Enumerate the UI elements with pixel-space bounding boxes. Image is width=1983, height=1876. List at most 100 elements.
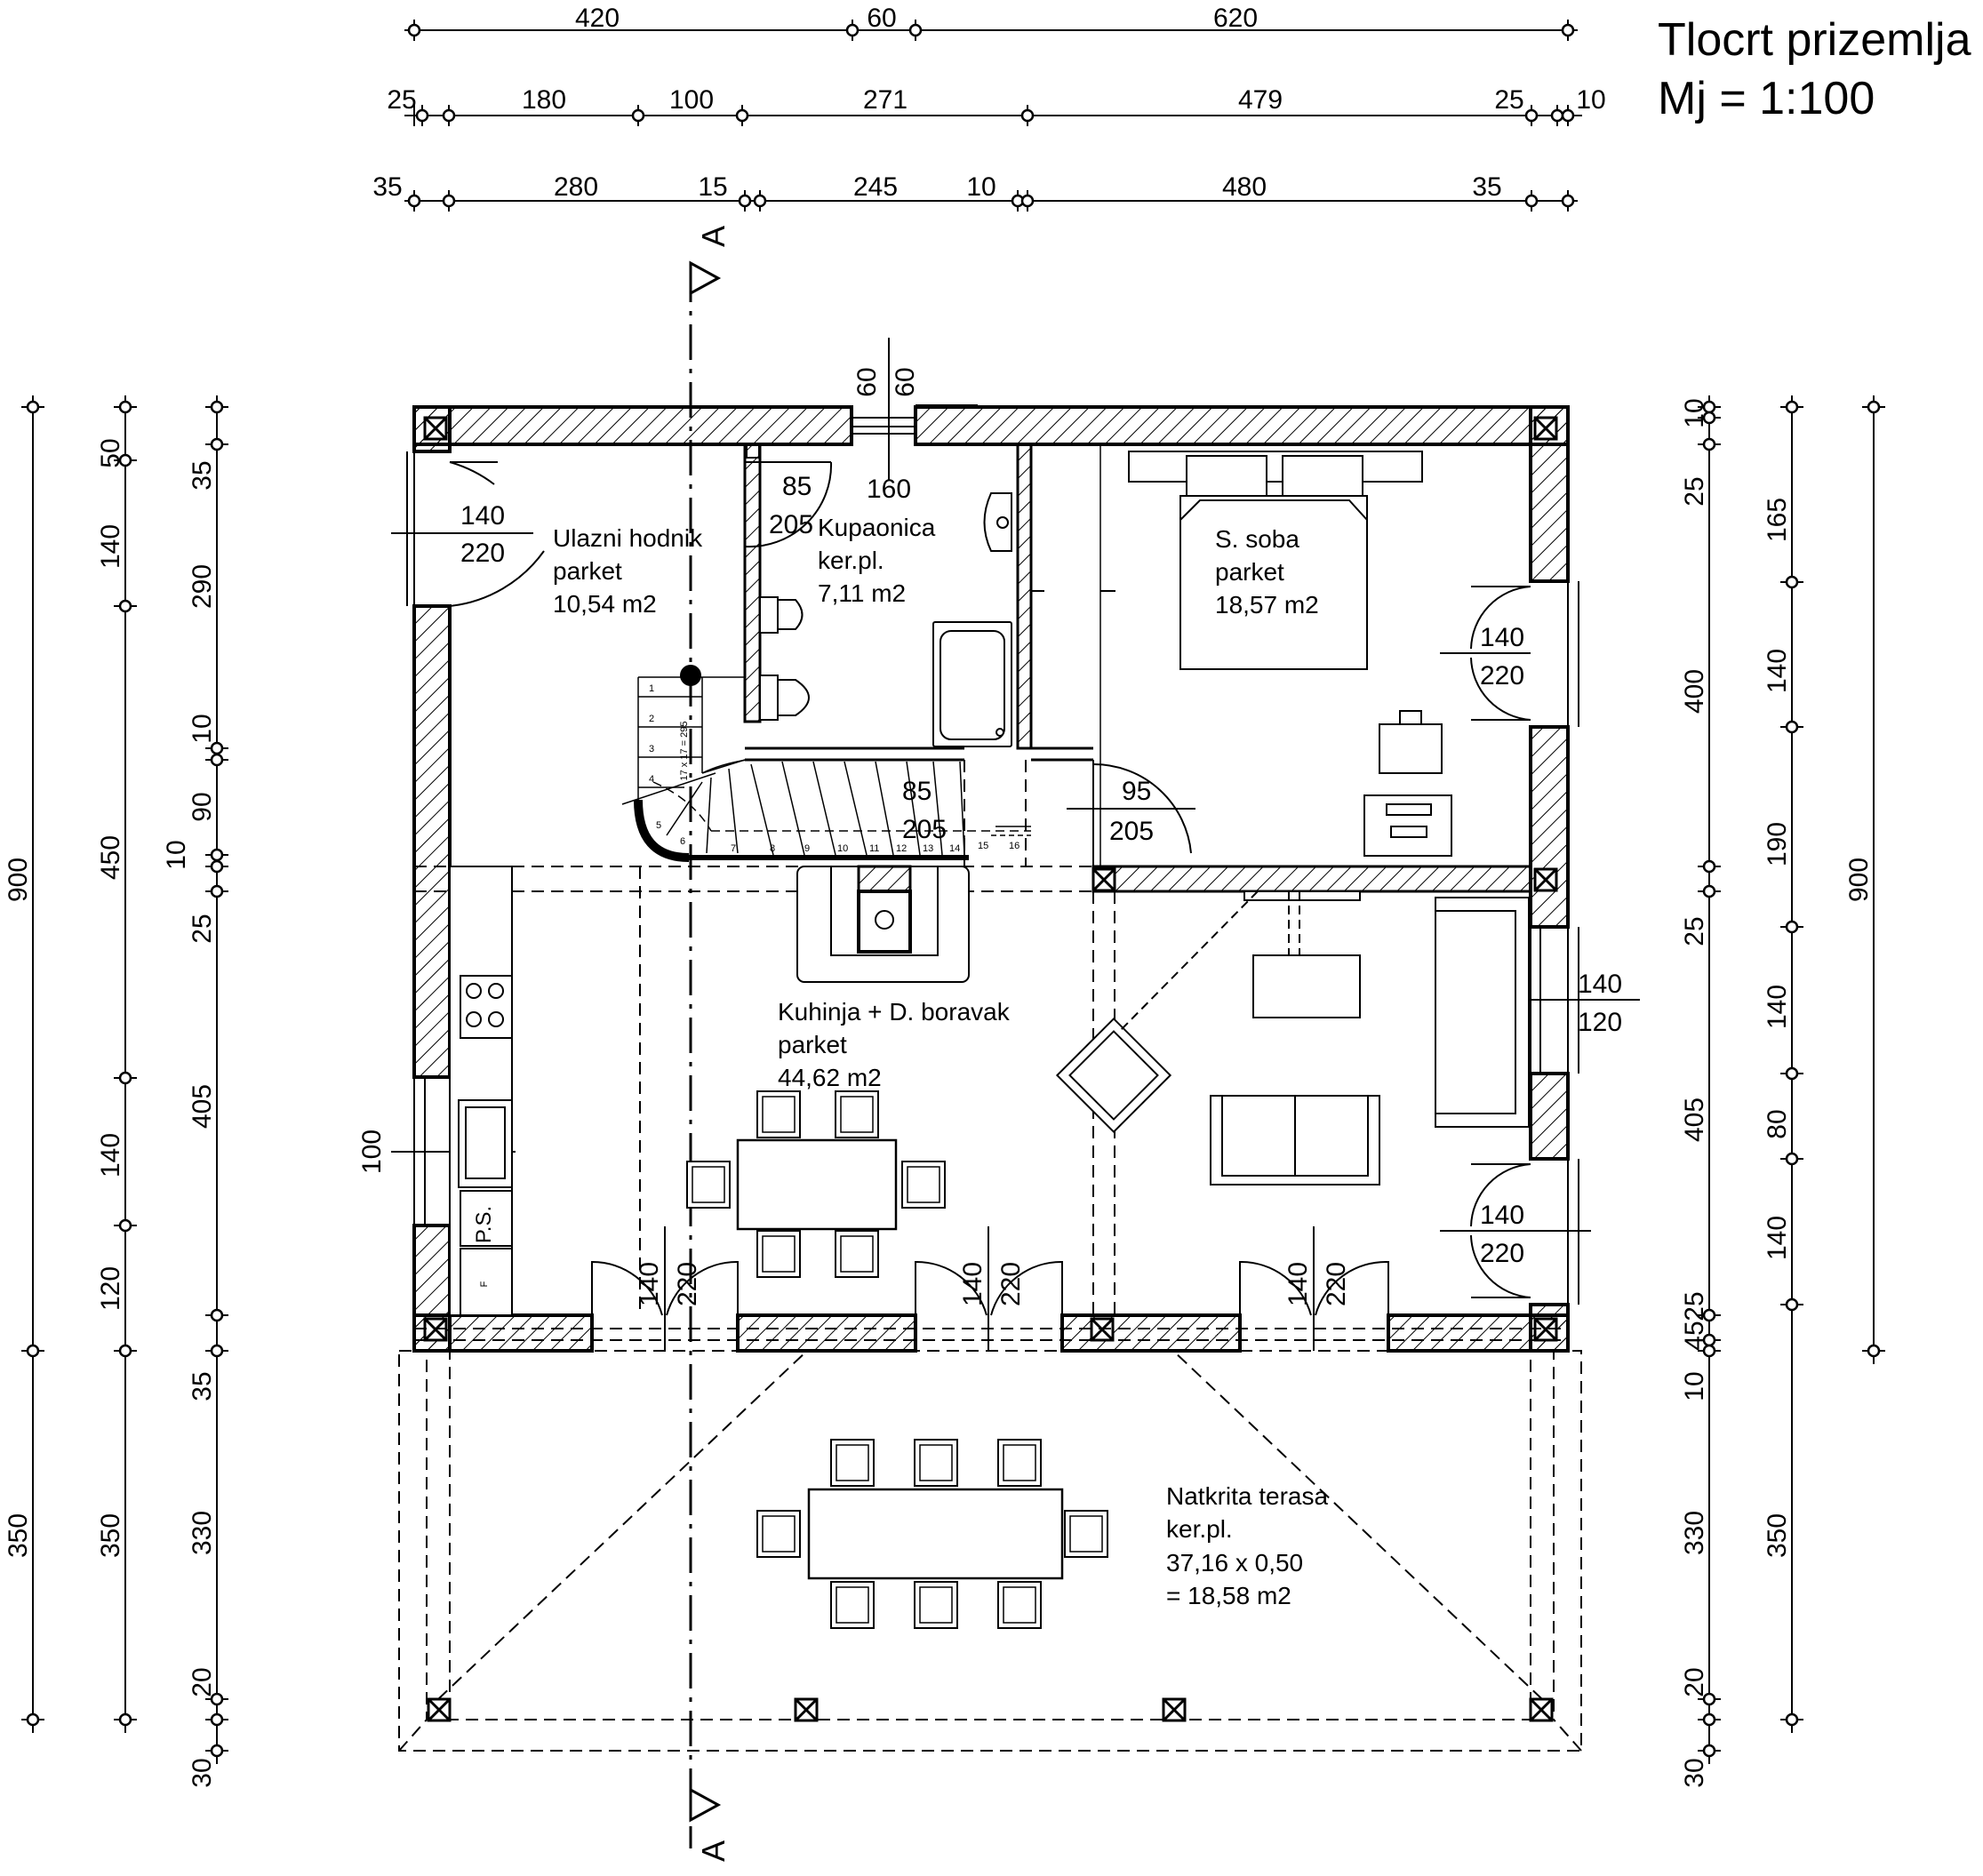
dim-label: 25 [1680, 476, 1709, 506]
dim-label: 290 [188, 564, 217, 609]
room-label-bath: Kupaonica ker.pl. 7,11 m2 [818, 514, 936, 607]
room-label-hall: Ulazni hodnik parket 10,54 m2 [553, 524, 703, 618]
dim-label: 620 [1213, 4, 1258, 33]
dim-label: 10 [1680, 398, 1709, 427]
top-dimension-nodes [407, 23, 1575, 208]
south-door-1-h: 220 [673, 1262, 702, 1306]
terrace-columns [427, 1697, 1554, 1722]
stair-window-h: 205 [902, 815, 947, 844]
top-window-height: 60 [891, 367, 920, 396]
dim-label: 420 [575, 4, 620, 33]
south-door-2-h: 220 [996, 1262, 1026, 1306]
interior-walls [743, 443, 1532, 893]
stair-step: 8 [770, 843, 775, 854]
dim-label: 280 [554, 172, 598, 202]
room-floor: parket [1215, 558, 1284, 586]
dim-label: 140 [96, 524, 125, 569]
bath-window-w: 85 [782, 472, 812, 501]
right-dimensions [1708, 395, 1875, 1764]
section-line-a [689, 260, 722, 1848]
section-label-top: A [695, 226, 732, 247]
fridge-label: F [479, 1281, 490, 1287]
room-label-living: Kuhinja + D. boravak parket 44,62 m2 [778, 998, 1011, 1091]
room-area: = 18,58 m2 [1166, 1582, 1291, 1609]
stair-step: 9 [804, 843, 810, 854]
dim-label: 140 [1763, 1216, 1792, 1260]
room-floor: ker.pl. [818, 547, 884, 574]
stair-step: 3 [649, 744, 654, 754]
dim-label: 10 [162, 840, 191, 869]
dining-set [686, 1090, 946, 1278]
dim-label: 479 [1238, 85, 1283, 115]
dim-label: 900 [1844, 858, 1874, 902]
drawing-title: Tlocrt prizemlja [1658, 14, 1971, 66]
dim-label: 80 [1763, 1109, 1792, 1138]
room-name: Ulazni hodnik [553, 524, 703, 552]
bed-door-w: 95 [1122, 777, 1151, 806]
drawing-scale: Mj = 1:100 [1658, 73, 1875, 124]
dim-label: 35 [188, 1371, 217, 1401]
stair-window-w: 85 [902, 777, 932, 806]
dim-label: 30 [1680, 1758, 1709, 1787]
toilet-2 [759, 675, 779, 721]
top-dimension-labels: 420 60 620 25 180 100 271 479 25 10 35 2… [372, 4, 1605, 202]
bed [1179, 495, 1368, 670]
south-doors [591, 1226, 1389, 1351]
dim-label: 10 [1680, 1371, 1709, 1401]
dining-table [736, 1138, 898, 1231]
room-area: 10,54 m2 [553, 590, 657, 618]
bed-window-h: 220 [1480, 661, 1524, 691]
room-floor: parket [778, 1031, 847, 1058]
living-window-w: 140 [1578, 970, 1622, 999]
stair-step: 14 [949, 843, 960, 854]
living-door-right-w: 140 [1480, 1201, 1524, 1230]
bath-window-height: 160 [867, 475, 911, 504]
stair-step: 16 [1009, 841, 1019, 851]
tv-view-lines [1119, 890, 1300, 1032]
dim-label: 45 [1680, 1321, 1709, 1350]
room-area: 18,57 m2 [1215, 591, 1319, 619]
dim-label: 480 [1222, 172, 1267, 202]
room-name: Kuhinja + D. boravak [778, 998, 1011, 1026]
stair-note: 17 x 17 = 295 [679, 722, 690, 781]
dim-label: 165 [1763, 498, 1792, 542]
dim-label: 60 [867, 4, 896, 33]
dim-label: 10 [1576, 85, 1605, 115]
dim-label: 90 [188, 792, 217, 821]
tv [1243, 890, 1361, 901]
stair-step: 11 [869, 843, 879, 854]
dim-label: 10 [966, 172, 995, 202]
dim-label: 140 [96, 1133, 125, 1177]
pantry-label: P.S. [472, 1206, 496, 1243]
desk-chair [1379, 723, 1443, 774]
room-name: Kupaonica [818, 514, 936, 541]
living-door-right [1440, 1159, 1591, 1305]
entry-door-height: 220 [460, 539, 505, 568]
dim-label: 35 [1472, 172, 1501, 202]
pillow [1282, 455, 1363, 497]
stair-step: 2 [649, 714, 654, 724]
terrace-table [807, 1488, 1064, 1580]
south-door-1-w: 140 [635, 1262, 664, 1306]
stair-step: 1 [649, 683, 654, 694]
dashed-beams [414, 760, 1568, 1341]
dim-label: 35 [372, 172, 402, 202]
dim-label: 20 [1680, 1667, 1709, 1696]
right-dimension-nodes [1702, 400, 1881, 1758]
dim-label: 25 [387, 85, 416, 115]
dim-label: 10 [188, 714, 217, 743]
toilet-1 [759, 596, 779, 634]
bed-door-h: 205 [1109, 817, 1154, 846]
dim-label: 15 [698, 172, 727, 202]
pillow [1186, 455, 1267, 497]
dim-label: 50 [96, 438, 125, 467]
living-furniture [1055, 890, 1530, 1185]
dim-label: 900 [4, 858, 33, 902]
fireplace [796, 865, 970, 983]
dim-label: 405 [188, 1084, 217, 1129]
bedroom-furniture [1031, 451, 1452, 857]
dim-label: 330 [188, 1511, 217, 1555]
living-window-h: 120 [1578, 1008, 1622, 1037]
dim-label: 120 [96, 1266, 125, 1311]
terrace-table-set [756, 1439, 1108, 1629]
